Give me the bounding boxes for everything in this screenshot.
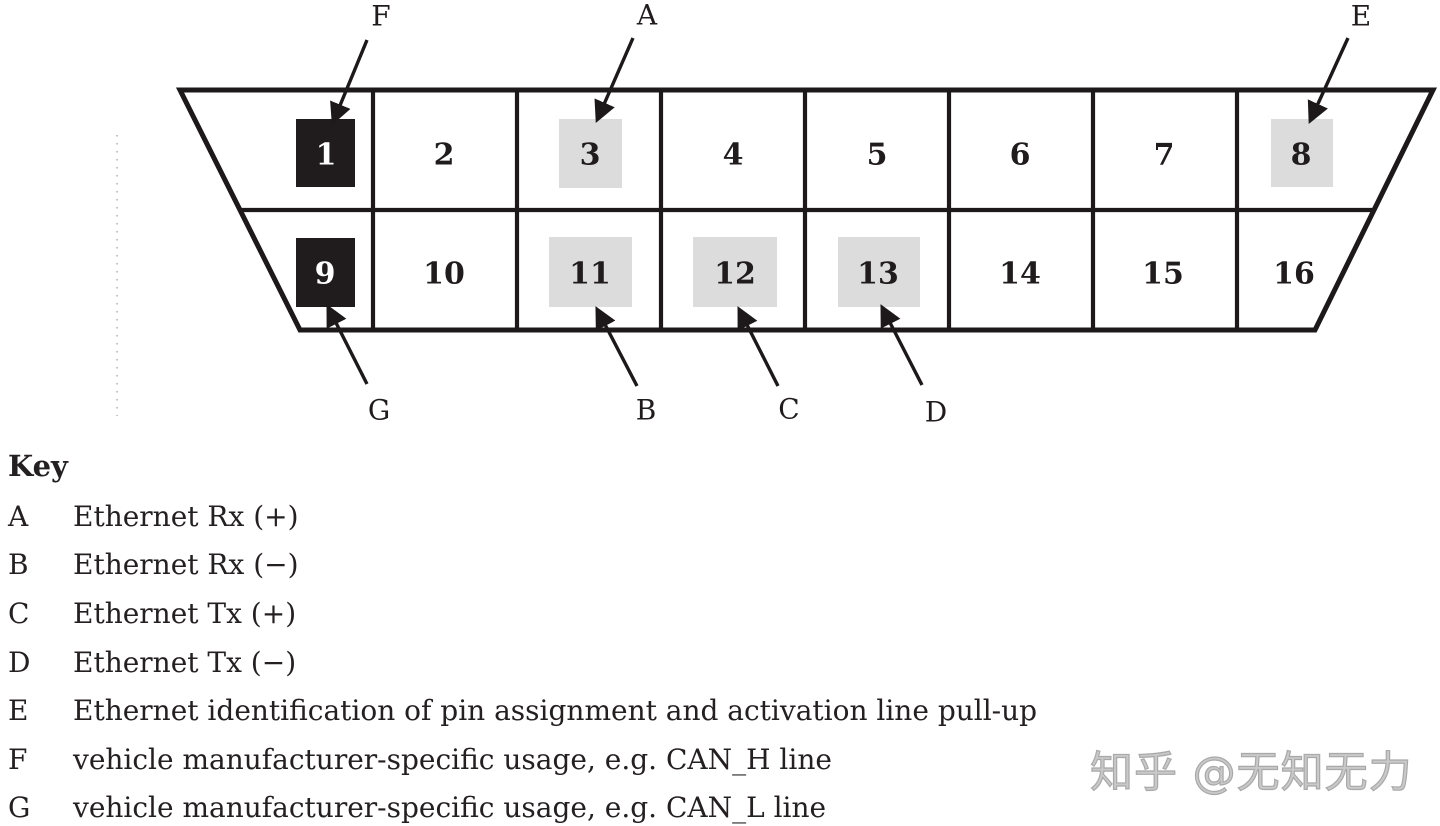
callout-letter-A: A: [636, 0, 658, 32]
pin-5-label: 5: [867, 138, 888, 173]
pin-9-label: 9: [315, 257, 336, 292]
zhihu-watermark: 知乎 @无知无力: [1089, 747, 1413, 798]
key-description: Ethernet Rx (+): [73, 499, 299, 533]
pin-8-highlight: [1271, 119, 1333, 187]
pin-13-label: 13: [857, 257, 899, 292]
callout-arrow-E: [1307, 37, 1350, 125]
connector-diagram: 1 2 3 4 5 6 7 8 9 10 11 12 13 14 15 16 F…: [116, 0, 1438, 429]
callout-letter-B: B: [636, 394, 657, 427]
key-description: vehicle manufacturer-specific usage, e.g…: [73, 742, 832, 776]
key-entry-G: G vehicle manufacturer-specific usage, e…: [8, 784, 1037, 826]
key-entry-B: B Ethernet Rx (−): [8, 541, 1037, 590]
key-letter: G: [8, 791, 31, 825]
callout-arrow-F: [330, 39, 369, 126]
key-entry-D: D Ethernet Tx (−): [8, 638, 1037, 687]
callout-arrow-A: [594, 37, 635, 124]
key-letter: B: [8, 548, 29, 582]
pin-11-highlight: [549, 237, 632, 307]
pin-8-label: 8: [1291, 138, 1312, 173]
pin-16-label: 16: [1273, 257, 1315, 292]
key-letter: F: [8, 742, 28, 776]
pin-10-label: 10: [423, 257, 465, 292]
key-description: Ethernet Tx (−): [73, 645, 297, 679]
key-letter: D: [8, 645, 31, 679]
key-description: Ethernet Rx (−): [73, 548, 299, 582]
pin-4-label: 4: [723, 138, 744, 173]
pin-12-highlight: [693, 237, 777, 307]
key-letter: E: [8, 694, 29, 728]
pin-15-label: 15: [1142, 257, 1184, 292]
key-entry-F: F vehicle manufacturer-specific usage, e…: [8, 735, 1037, 784]
pin-2-label: 2: [434, 138, 455, 173]
connector-outline: [175, 87, 1438, 333]
pin-11-label: 11: [569, 257, 611, 292]
pin-3-label: 3: [580, 138, 601, 173]
pin-14-label: 14: [999, 257, 1041, 292]
pin-1-highlight: [296, 119, 355, 187]
key-letter: A: [8, 499, 29, 533]
key-description: Ethernet Tx (+): [73, 596, 297, 630]
key-title: Key: [8, 449, 68, 483]
key-description: vehicle manufacturer-specific usage, e.g…: [73, 791, 827, 825]
pin-1-label: 1: [316, 138, 337, 173]
key-section: Key A Ethernet Rx (+) B Ethernet Rx (−) …: [8, 450, 1037, 826]
callout-arrow-C: [737, 306, 780, 387]
callout-arrow-G: [326, 304, 369, 385]
key-letter: C: [8, 596, 30, 630]
pin-12-label: 12: [714, 257, 756, 292]
key-entry-C: C Ethernet Tx (+): [8, 589, 1037, 638]
key-entry-A: A Ethernet Rx (+): [8, 492, 1037, 541]
callout-arrow-D: [880, 304, 924, 386]
callout-arrow-B: [595, 306, 639, 387]
key-entry-E: E Ethernet identification of pin assignm…: [8, 686, 1037, 735]
callout-letter-G: G: [368, 394, 390, 427]
callout-letter-E: E: [1351, 0, 1371, 33]
key-description: Ethernet identification of pin assignmen…: [73, 694, 1038, 728]
pin-13-highlight: [838, 237, 920, 307]
pin-3-highlight: [559, 119, 622, 188]
pin-9-highlight: [296, 238, 355, 307]
callout-letter-C: C: [778, 393, 799, 426]
callout-letter-F: F: [371, 0, 390, 33]
pin-7-label: 7: [1154, 138, 1175, 173]
callout-letter-D: D: [925, 396, 947, 429]
pin-6-label: 6: [1010, 138, 1031, 173]
